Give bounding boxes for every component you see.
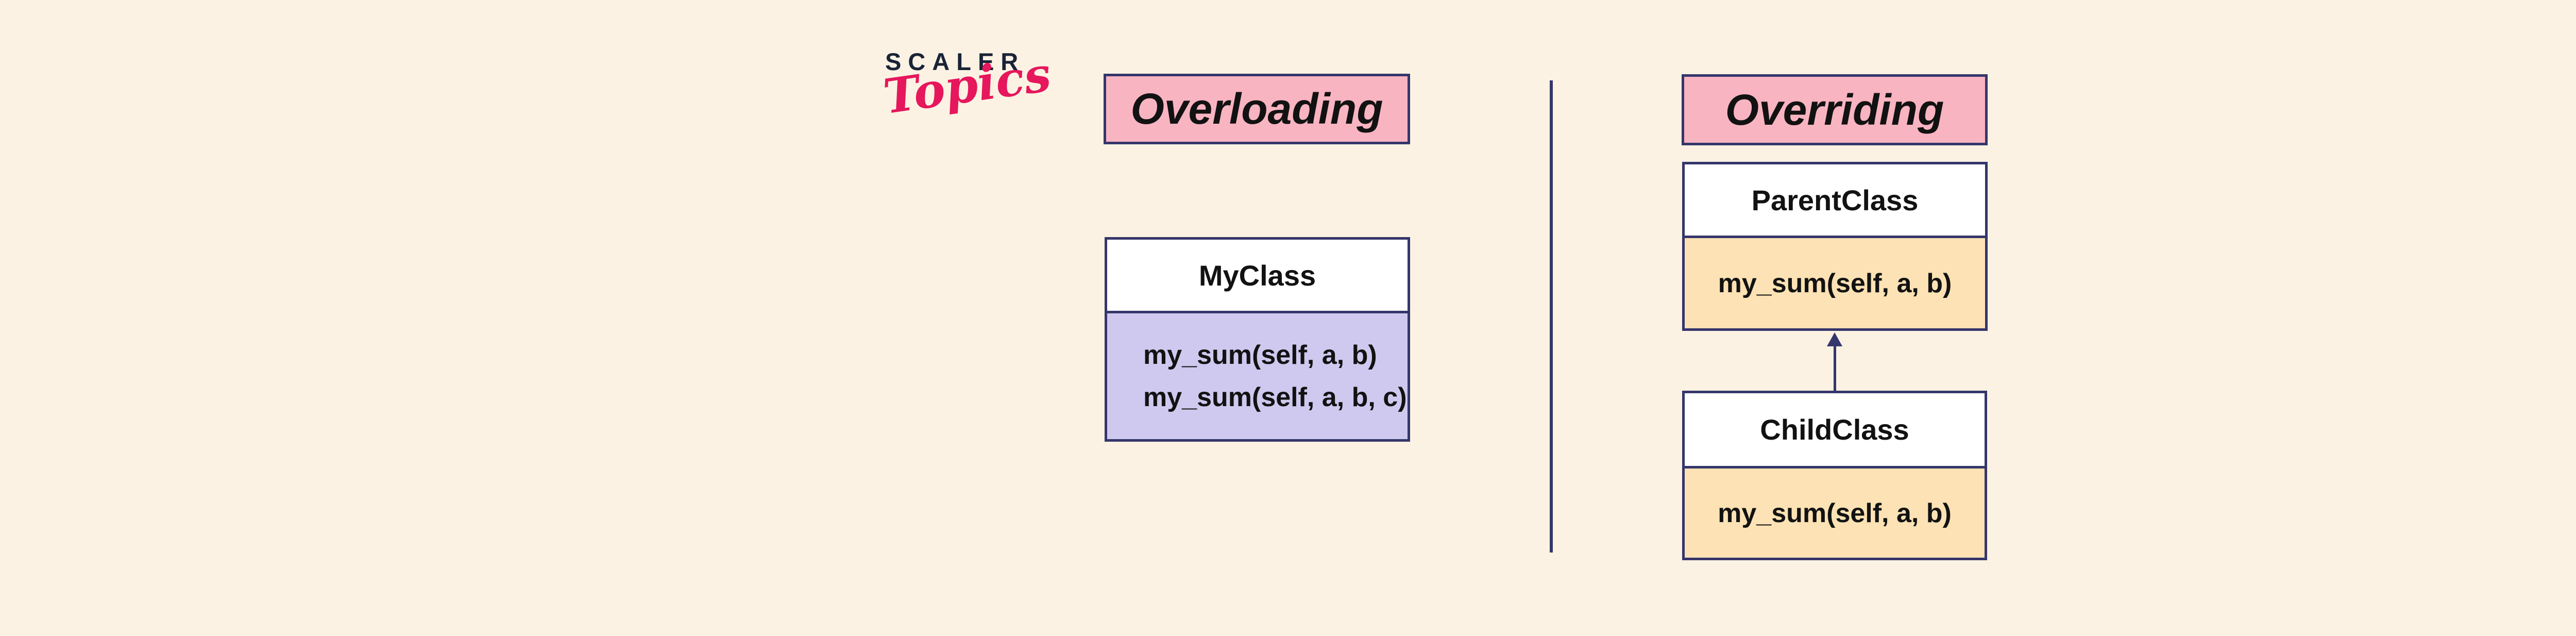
- childclass-name: ChildClass: [1760, 413, 1909, 446]
- myclass-name: MyClass: [1198, 259, 1316, 292]
- childclass-methods-cell: my_sum(self, a, b): [1685, 466, 1985, 558]
- overloading-header-box: Overloading: [1104, 74, 1410, 144]
- parentclass-method-1: my_sum(self, a, b): [1718, 268, 1952, 298]
- myclass-title-cell: MyClass: [1107, 240, 1408, 311]
- parentclass-methods-cell: my_sum(self, a, b): [1685, 236, 1985, 328]
- overriding-title: Overriding: [1725, 85, 1944, 134]
- myclass-method-2: my_sum(self, a, b, c): [1143, 382, 1407, 412]
- childclass-uml-box: ChildClass my_sum(self, a, b): [1682, 391, 1987, 560]
- myclass-method-1: my_sum(self, a, b): [1143, 340, 1377, 370]
- overriding-header-box: Overriding: [1682, 74, 1988, 145]
- scaler-topics-logo: SCALER Topics: [880, 46, 1054, 125]
- logo-brand-text: SCALER: [885, 48, 1025, 75]
- section-divider-line: [1550, 80, 1553, 553]
- parentclass-uml-box: ParentClass my_sum(self, a, b): [1682, 162, 1988, 331]
- inheritance-arrow-line: [1834, 345, 1836, 391]
- childclass-title-cell: ChildClass: [1685, 393, 1985, 466]
- inheritance-arrow-head-icon: [1827, 332, 1842, 346]
- overloading-title: Overloading: [1130, 85, 1383, 133]
- myclass-methods-cell: my_sum(self, a, b) my_sum(self, a, b, c): [1107, 311, 1408, 439]
- parentclass-name: ParentClass: [1751, 183, 1919, 216]
- myclass-uml-box: MyClass my_sum(self, a, b) my_sum(self, …: [1105, 237, 1410, 442]
- childclass-method-1: my_sum(self, a, b): [1718, 498, 1952, 528]
- parentclass-title-cell: ParentClass: [1685, 164, 1985, 236]
